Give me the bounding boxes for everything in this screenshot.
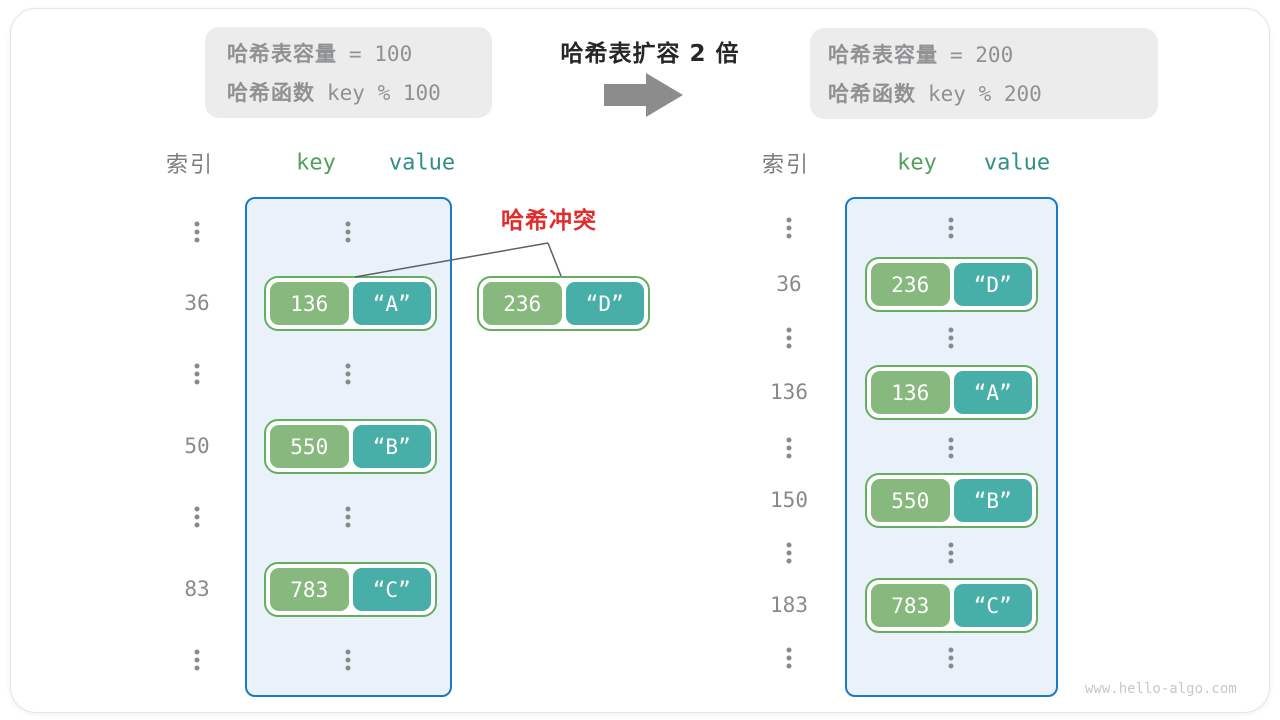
ellipsis — [786, 647, 792, 669]
hash-function-line: 哈希函数 key % 200 — [828, 78, 1158, 108]
left-index-header: 索引 — [165, 153, 215, 178]
kv-pair: 136 “A” — [865, 365, 1038, 420]
key-box: 236 — [871, 263, 950, 306]
right-value-header: value — [983, 150, 1051, 176]
diagram-card — [10, 8, 1270, 713]
index-label: 36 — [184, 291, 210, 315]
key-box: 136 — [270, 282, 349, 325]
ellipsis — [194, 649, 200, 671]
value-box: “C” — [953, 584, 1032, 627]
capacity-box-after: 哈希表容量 = 200 哈希函数 key % 200 — [810, 28, 1158, 119]
ellipsis — [948, 437, 954, 459]
kv-pair: 236 “D” — [865, 257, 1038, 312]
watermark: www.hello-algo.com — [1085, 681, 1237, 697]
capacity-value: = 200 — [950, 43, 1014, 67]
hash-function-value: key % 200 — [928, 82, 1042, 106]
ellipsis — [786, 217, 792, 239]
ellipsis — [345, 649, 351, 671]
key-box: 236 — [483, 282, 562, 325]
capacity-value: = 100 — [349, 42, 413, 66]
ellipsis — [345, 363, 351, 385]
ellipsis — [786, 437, 792, 459]
capacity-label: 哈希表容量 — [227, 42, 337, 66]
index-label: 183 — [770, 593, 808, 617]
hash-function-line: 哈希函数 key % 100 — [227, 77, 492, 107]
ellipsis — [786, 542, 792, 564]
capacity-box-before: 哈希表容量 = 100 哈希函数 key % 100 — [205, 27, 492, 118]
capacity-line: 哈希表容量 = 100 — [227, 38, 492, 68]
conflict-kv-pair: 236 “D” — [477, 276, 650, 331]
hash-function-label: 哈希函数 — [828, 82, 916, 106]
index-label: 136 — [770, 380, 808, 404]
value-box: “D” — [565, 282, 644, 325]
value-box: “C” — [352, 568, 431, 611]
expand-title: 哈希表扩容 2 倍 — [560, 41, 740, 67]
index-label: 83 — [184, 577, 210, 601]
right-key-header: key — [897, 150, 937, 176]
capacity-label: 哈希表容量 — [828, 43, 938, 67]
value-box: “A” — [953, 371, 1032, 414]
ellipsis — [948, 217, 954, 239]
ellipsis — [948, 647, 954, 669]
kv-pair: 136 “A” — [264, 276, 437, 331]
ellipsis — [345, 506, 351, 528]
ellipsis — [948, 542, 954, 564]
ellipsis — [345, 221, 351, 243]
ellipsis — [786, 327, 792, 349]
ellipsis — [194, 221, 200, 243]
capacity-line: 哈希表容量 = 200 — [828, 39, 1158, 69]
value-box: “B” — [953, 479, 1032, 522]
kv-pair: 783 “C” — [264, 562, 437, 617]
kv-pair: 550 “B” — [865, 473, 1038, 528]
index-label: 36 — [776, 272, 802, 296]
hash-function-label: 哈希函数 — [227, 81, 315, 105]
key-box: 136 — [871, 371, 950, 414]
key-box: 783 — [871, 584, 950, 627]
left-key-header: key — [296, 150, 336, 176]
ellipsis — [194, 363, 200, 385]
ellipsis — [948, 327, 954, 349]
kv-pair: 783 “C” — [865, 578, 1038, 633]
value-box: “A” — [352, 282, 431, 325]
right-index-header: 索引 — [761, 153, 811, 178]
key-box: 783 — [270, 568, 349, 611]
key-box: 550 — [270, 425, 349, 468]
index-label: 150 — [770, 488, 808, 512]
index-label: 50 — [184, 434, 210, 458]
value-box: “B” — [352, 425, 431, 468]
kv-pair: 550 “B” — [264, 419, 437, 474]
hash-function-value: key % 100 — [327, 81, 441, 105]
value-box: “D” — [953, 263, 1032, 306]
left-value-header: value — [388, 150, 456, 176]
key-box: 550 — [871, 479, 950, 522]
hash-conflict-label: 哈希冲突 — [501, 208, 597, 234]
ellipsis — [194, 506, 200, 528]
